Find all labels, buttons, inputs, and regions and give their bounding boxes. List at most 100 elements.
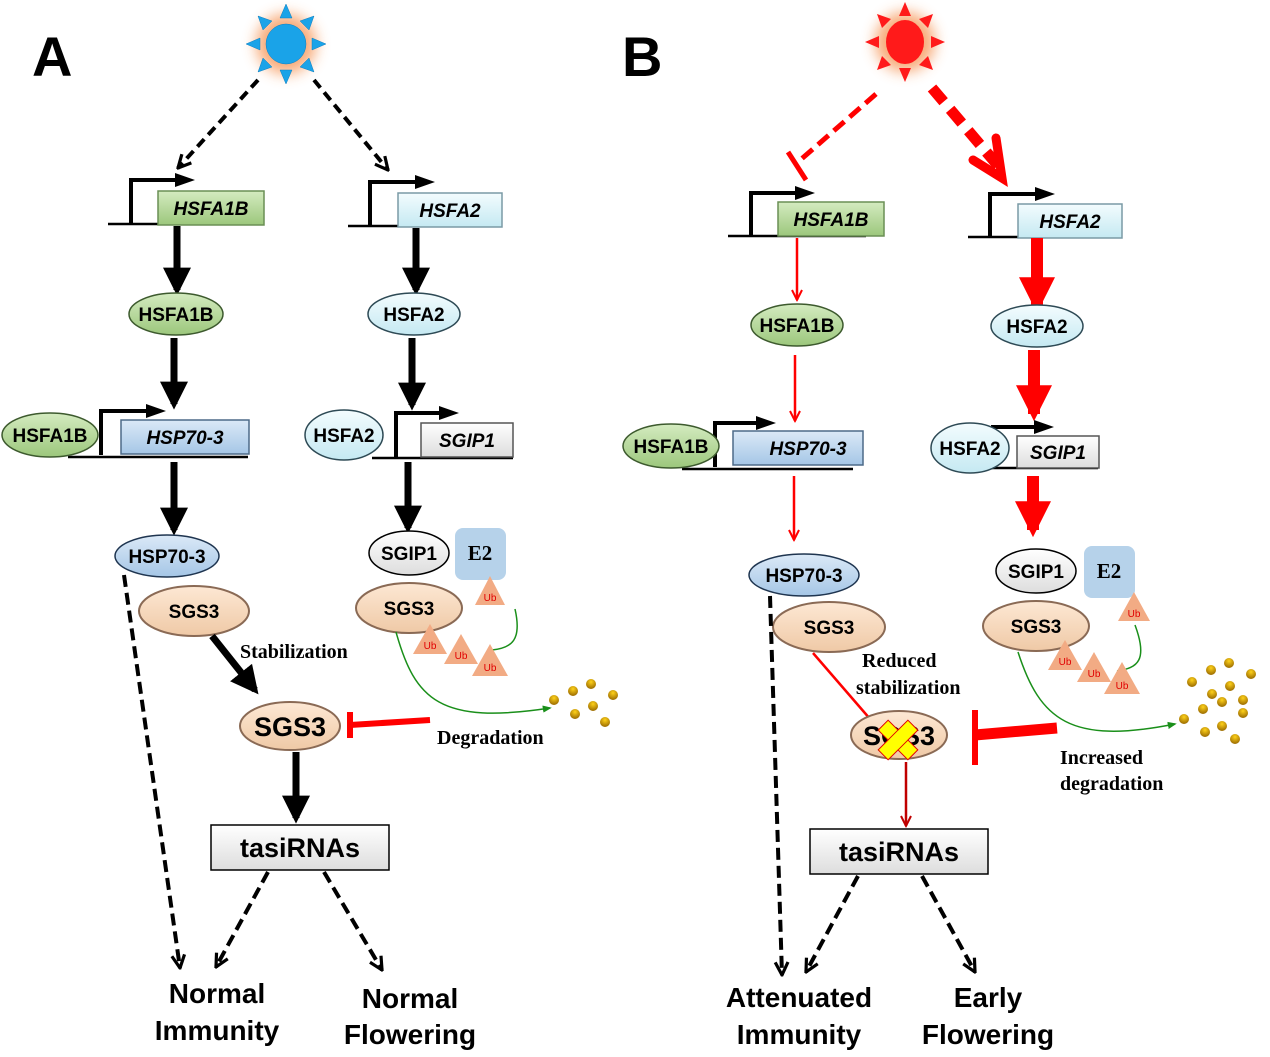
stabilization-label: Stabilization xyxy=(240,641,348,663)
protein-label: HSFA2 xyxy=(939,439,1000,460)
arrow-hsp70-to-immunity xyxy=(122,574,180,968)
svg-text:Early: Early xyxy=(954,982,1023,1013)
ubiquitin-chain: Ub Ub Ub Ub xyxy=(1048,592,1150,694)
arrow-tasirnas-to-flowering xyxy=(920,875,977,972)
immunity-outcome: Normal Immunity xyxy=(155,978,280,1046)
protein-label: HSP70-3 xyxy=(765,566,842,587)
tasirnas-box: tasiRNAs xyxy=(210,824,390,871)
degraded-peptides-icon xyxy=(1179,658,1256,744)
gene-label: HSP70-3 xyxy=(769,439,847,460)
svg-text:Ub: Ub xyxy=(455,651,468,662)
arrow-tasirnas-to-immunity xyxy=(804,875,860,972)
ubiquitin-icon: Ub xyxy=(1104,662,1140,694)
e2-label: E2 xyxy=(1097,559,1122,583)
sgip1-protein: SGIP1 xyxy=(368,530,450,576)
protein-label: HSFA1B xyxy=(139,305,214,326)
protein-label: SGS3 xyxy=(384,599,435,620)
sgs3-complex-right-protein: SGS3 xyxy=(982,600,1090,652)
ubiquitin-icon: Ub xyxy=(1077,652,1111,682)
protein-label: SGIP1 xyxy=(381,544,437,565)
ubiquitin-icon: Ub xyxy=(475,576,505,605)
increased-degradation-inhibition-bar xyxy=(972,710,1058,765)
degradation-inhibition-bar xyxy=(347,712,431,738)
arrow-hsp70-to-immunity xyxy=(768,595,782,975)
ubiquitin-icon: Ub xyxy=(444,634,478,664)
tasirnas-label: tasiRNAs xyxy=(240,833,360,863)
stabilization-arrow xyxy=(209,633,259,695)
protein-label: SGS3 xyxy=(804,618,855,639)
arrow-sun-to-hsfa1b-gene xyxy=(178,78,260,168)
svg-text:Flowering: Flowering xyxy=(344,1019,476,1050)
hsp70-3-gene: HSP70-3 xyxy=(68,404,250,459)
hsfa1b-bound-protein: HSFA1B xyxy=(622,423,720,469)
protein-label: SGS3 xyxy=(1011,617,1062,638)
hsfa2-protein: HSFA2 xyxy=(367,292,461,336)
gene-label: HSFA1B xyxy=(794,210,869,231)
hsfa1b-bound-protein: HSFA1B xyxy=(1,412,99,458)
arrow-sun-to-hsfa2-gene xyxy=(312,78,388,170)
svg-text:Ub: Ub xyxy=(484,593,497,604)
svg-text:Ub: Ub xyxy=(484,663,497,674)
hsp70-3-gene: HSP70-3 xyxy=(682,416,864,471)
tasirnas-label: tasiRNAs xyxy=(839,837,959,867)
panel-a: A HSFA1B HSFA2 xyxy=(1,3,618,1050)
gene-label: SGIP1 xyxy=(439,431,495,452)
svg-text:Immunity: Immunity xyxy=(737,1019,862,1050)
tasirnas-box: tasiRNAs xyxy=(809,828,989,875)
hsp70-3-protein: HSP70-3 xyxy=(114,534,220,578)
hsfa2-gene: HSFA2 xyxy=(968,187,1123,239)
hsp70-3-protein: HSP70-3 xyxy=(748,553,860,597)
svg-text:Ub: Ub xyxy=(1128,609,1141,620)
e2-enzyme: E2 xyxy=(455,528,506,580)
hsfa2-protein: HSFA2 xyxy=(990,304,1084,348)
svg-text:Ub: Ub xyxy=(1116,681,1129,692)
gene-label: HSFA2 xyxy=(1039,212,1101,233)
sgip1-gene: SGIP1 xyxy=(372,406,514,460)
hsfa2-gene: HSFA2 xyxy=(348,175,503,228)
ubiquitin-transfer-line xyxy=(1116,624,1142,672)
e2-enzyme: E2 xyxy=(1084,546,1135,598)
flowering-outcome: Early Flowering xyxy=(922,982,1054,1050)
protein-label: SGS3 xyxy=(254,712,326,742)
panel-label: B xyxy=(622,25,662,88)
degraded-peptides-icon xyxy=(549,679,618,727)
svg-text:Normal: Normal xyxy=(362,983,458,1014)
flowering-outcome: Normal Flowering xyxy=(344,983,476,1050)
sgip1-gene: SGIP1 xyxy=(971,420,1100,470)
gene-label: HSFA2 xyxy=(419,201,481,222)
blocked-x-icon xyxy=(877,719,919,761)
sgs3-complex-left-protein: SGS3 xyxy=(138,585,250,637)
ubiquitin-icon: Ub xyxy=(1118,592,1150,621)
reduced-stabilization-arrow xyxy=(812,652,877,727)
svg-text:Normal: Normal xyxy=(169,978,265,1009)
ubiquitin-icon: Ub xyxy=(413,624,447,654)
degradation-label: Degradation xyxy=(437,727,544,749)
protein-label: HSFA1B xyxy=(634,437,709,458)
arrow-tasirnas-to-flowering xyxy=(322,870,382,970)
protein-label: HSFA2 xyxy=(383,305,444,326)
protein-label: HSFA1B xyxy=(13,426,88,447)
protein-label: HSFA2 xyxy=(313,426,374,447)
gene-label: HSFA1B xyxy=(174,199,249,220)
heat-stress-sun-icon xyxy=(865,2,945,82)
protein-label: SGIP1 xyxy=(1008,562,1064,583)
degradation-path-arrow xyxy=(395,631,552,714)
degradation-label-line2: degradation xyxy=(1060,773,1163,795)
stabilization-label-line1: Reduced xyxy=(862,650,936,672)
svg-text:Flowering: Flowering xyxy=(922,1019,1054,1050)
svg-text:Attenuated: Attenuated xyxy=(726,982,872,1013)
svg-text:Ub: Ub xyxy=(1088,669,1101,680)
sgs3-complex-right-protein: SGS3 xyxy=(355,582,463,634)
sgs3-complex-left-protein: SGS3 xyxy=(772,601,886,653)
degradation-label-line1: Increased xyxy=(1060,747,1143,769)
svg-text:Ub: Ub xyxy=(424,641,437,652)
hsfa1b-protein: HSFA1B xyxy=(128,292,224,336)
hsfa2-bound-protein: HSFA2 xyxy=(930,422,1010,474)
normal-temperature-sun-icon xyxy=(245,3,327,85)
stabilization-label-line2: stabilization xyxy=(856,677,960,699)
sgip1-protein: SGIP1 xyxy=(995,548,1077,594)
hsfa1b-protein: HSFA1B xyxy=(750,303,844,347)
protein-label: HSP70-3 xyxy=(128,547,205,568)
hsfa1b-gene: HSFA1B xyxy=(108,173,265,226)
